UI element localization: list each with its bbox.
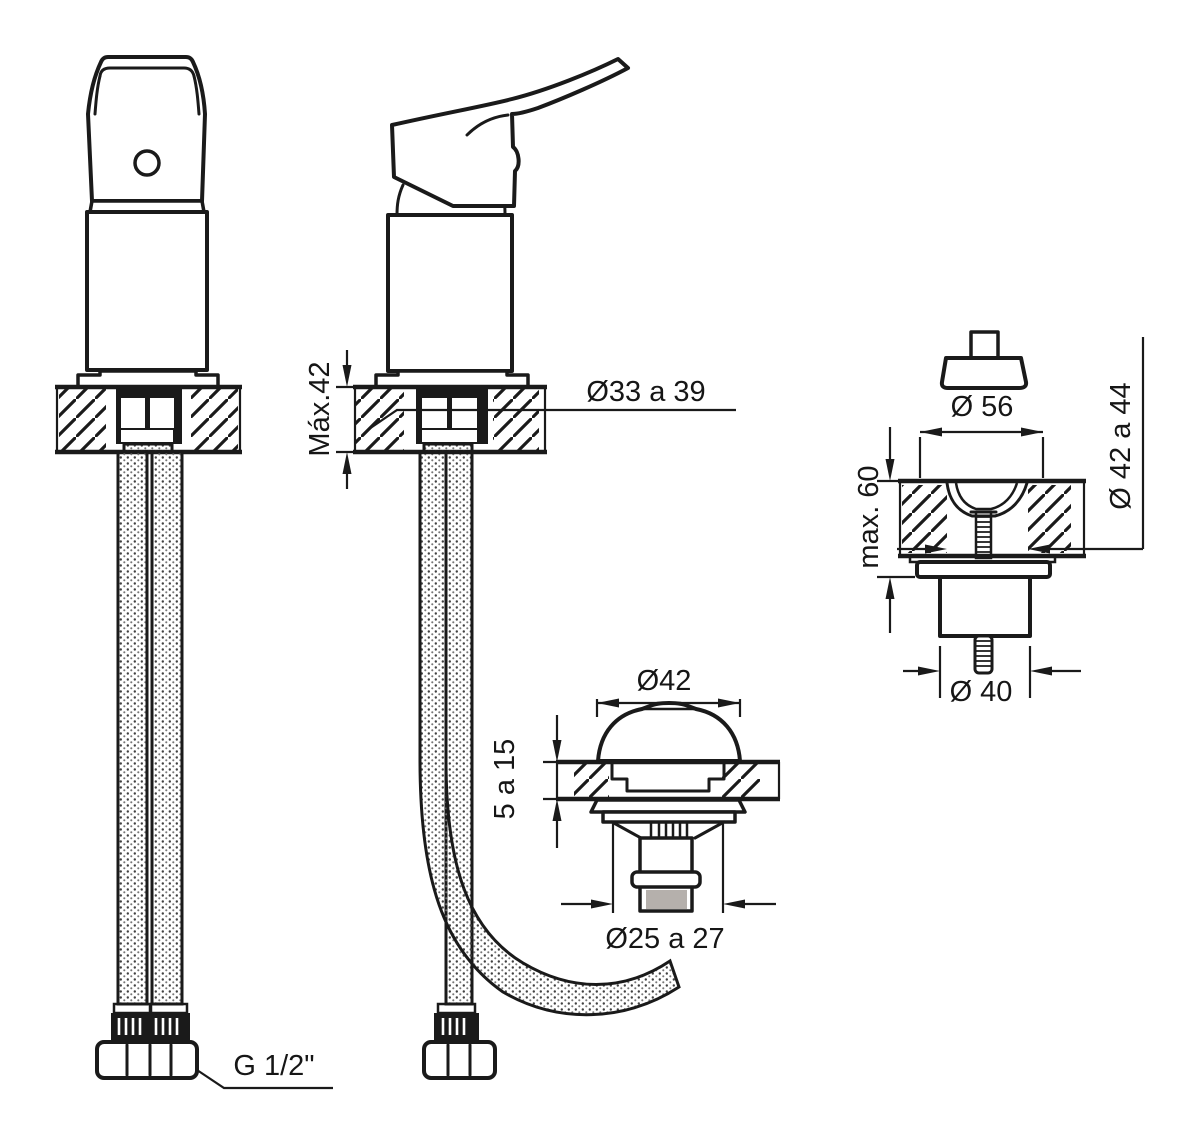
- hose-fitting-side: [434, 1002, 479, 1040]
- dim-popup-tail-diameter: Ø25 a 27: [561, 824, 776, 955]
- locknut-stud: [973, 634, 994, 675]
- hex-nut-side: [422, 1040, 497, 1080]
- hose-right: [150, 450, 184, 1006]
- label-max-height: Máx.42: [304, 361, 336, 456]
- deck-section: [555, 759, 781, 802]
- handle-front: [86, 55, 207, 203]
- label-locknut-body-diameter: Ø 40: [950, 676, 1013, 708]
- popup-cap: [596, 701, 742, 763]
- lever-handle: [390, 57, 630, 208]
- base-front: [76, 369, 220, 389]
- dim-locknut-body-diameter: Ø 40: [903, 646, 1081, 708]
- hose-curved: [418, 450, 681, 1017]
- label-hole-diameter: Ø33 a 39: [586, 376, 705, 408]
- countertop-front: [55, 384, 242, 455]
- drain-screw: [969, 510, 998, 560]
- label-popup-deck-thickness: 5 a 15: [489, 739, 521, 820]
- dim-locknut-flange-diameter: Ø 56: [918, 391, 1045, 478]
- base-side: [374, 369, 530, 389]
- tailpipe-collar: [630, 870, 702, 889]
- popup-flange: [589, 798, 747, 814]
- mounting-hardware-front: [116, 388, 182, 454]
- popup-drain-top-detail: [555, 701, 781, 913]
- locknut-body: [938, 575, 1032, 638]
- mounting-hardware-side: [416, 388, 488, 454]
- body-front: [85, 210, 209, 372]
- dim-thread-size: G 1/2": [196, 1050, 333, 1090]
- popup-funnel: [610, 820, 726, 840]
- stopper-plug-stem: [969, 330, 1000, 360]
- label-locknut-max-thickness: max. 60: [853, 465, 885, 568]
- dim-hole-diameter: Ø33 a 39: [368, 376, 736, 430]
- drain-flange: [915, 560, 1052, 579]
- label-locknut-hole-diameter: Ø 42 a 44: [1105, 382, 1137, 509]
- label-popup-tail-diameter: Ø25 a 27: [605, 923, 724, 955]
- handle-button: [133, 149, 161, 177]
- hose-fitting-right: [148, 1002, 190, 1040]
- popup-drain-locknut-detail: [898, 330, 1086, 675]
- body-side: [386, 213, 514, 373]
- label-locknut-flange-diameter: Ø 56: [951, 391, 1014, 423]
- hose-fitting-left: [111, 1002, 153, 1040]
- handle-shoulder-left: [93, 74, 102, 116]
- dim-popup-top-diameter: Ø42: [595, 665, 742, 717]
- front-view-faucet: [55, 55, 242, 1080]
- popup-flange-plate: [601, 810, 737, 824]
- handle-cap-seam: [98, 66, 196, 78]
- dim-max-height: Máx.42: [304, 350, 357, 489]
- hex-nut-front: [95, 1040, 199, 1080]
- dim-locknut-hole-diameter: Ø 42 a 44: [897, 337, 1145, 554]
- countertop-side: [353, 384, 547, 455]
- dim-popup-deck-thickness: 5 a 15: [489, 715, 574, 848]
- stopper-plug: [939, 356, 1029, 390]
- handle-shoulder-right: [192, 74, 201, 116]
- side-view-faucet: [353, 57, 681, 1080]
- hose-left: [116, 450, 149, 1006]
- drain-bowl: [945, 481, 1029, 518]
- label-thread-size: G 1/2": [233, 1050, 314, 1082]
- dim-locknut-max-thickness: max. 60: [853, 427, 915, 633]
- tailpipe-end-gray: [646, 890, 687, 909]
- handle-crease: [465, 113, 510, 137]
- label-popup-top-diameter: Ø42: [637, 665, 692, 697]
